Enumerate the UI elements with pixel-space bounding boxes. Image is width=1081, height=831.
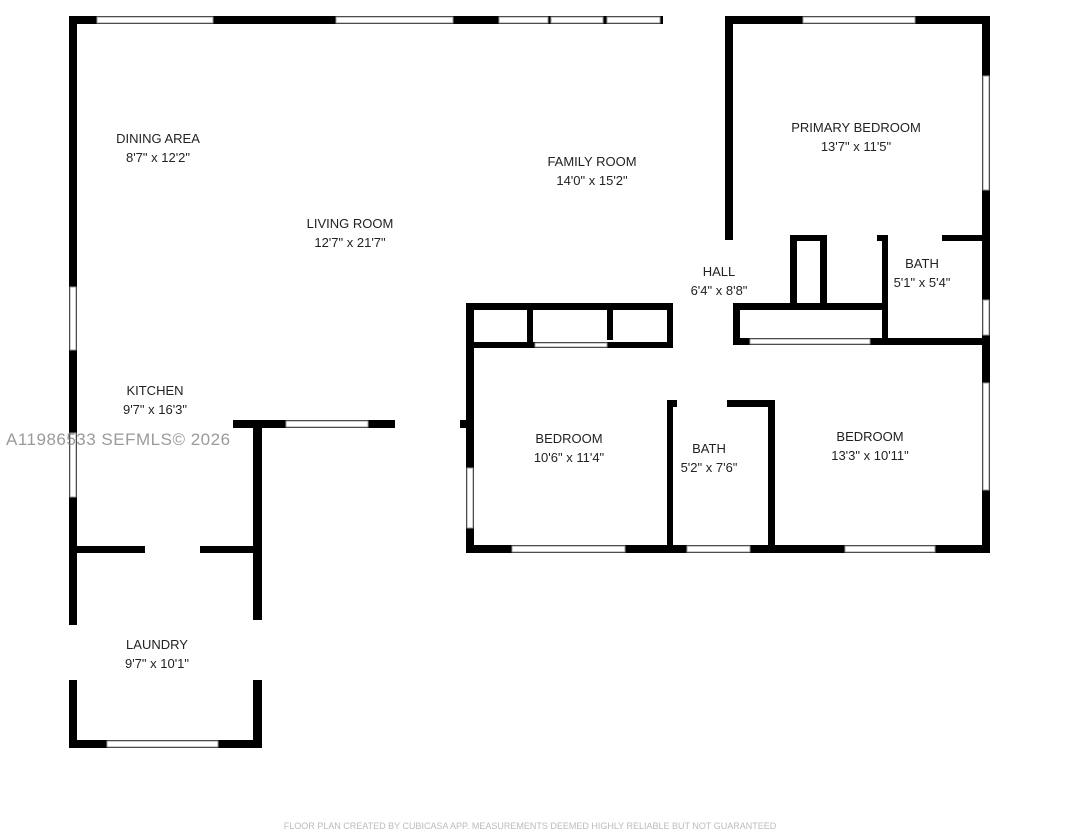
wall bbox=[77, 546, 145, 553]
room-living-room: LIVING ROOM 12'7" x 21'7" bbox=[307, 214, 394, 252]
wall bbox=[768, 400, 775, 553]
window bbox=[534, 342, 608, 348]
room-bath-2: BATH 5'2" x 7'6" bbox=[681, 439, 738, 477]
room-name: PRIMARY BEDROOM bbox=[791, 120, 921, 135]
room-size: 10'6" x 11'4" bbox=[533, 450, 605, 465]
windows bbox=[69, 16, 990, 748]
window bbox=[844, 545, 936, 553]
footer-disclaimer: FLOOR PLAN CREATED BY CUBICASA APP. MEAS… bbox=[283, 821, 777, 831]
wall bbox=[942, 235, 990, 241]
window bbox=[69, 432, 77, 498]
room-name: BEDROOM bbox=[535, 431, 603, 446]
room-bedroom-1: BEDROOM 10'6" x 11'4" bbox=[534, 429, 604, 467]
wall bbox=[733, 303, 888, 310]
room-name: LAUNDRY bbox=[126, 637, 188, 652]
room-size: 12'7" x 21'7" bbox=[314, 235, 386, 250]
room-hall: HALL 6'4" x 8'8" bbox=[691, 262, 748, 300]
wall bbox=[733, 303, 740, 340]
room-laundry: LAUNDRY 9'7" x 10'1" bbox=[125, 635, 189, 673]
room-name: DINING AREA bbox=[116, 131, 200, 146]
wall bbox=[527, 303, 533, 348]
room-size: 6'4" x 8'8" bbox=[690, 283, 748, 298]
wall bbox=[667, 400, 677, 407]
wall bbox=[727, 400, 775, 407]
wall bbox=[466, 303, 673, 310]
room-size: 13'3" x 10'11" bbox=[831, 448, 909, 463]
window bbox=[982, 299, 990, 336]
room-name: LIVING ROOM bbox=[306, 216, 394, 231]
room-name: BATH bbox=[905, 256, 939, 271]
wall bbox=[466, 303, 474, 553]
window bbox=[982, 382, 990, 491]
wall bbox=[790, 235, 827, 241]
room-kitchen: KITCHEN 9'7" x 16'3" bbox=[123, 381, 187, 419]
room-bedroom-2: BEDROOM 13'3" x 10'11" bbox=[831, 427, 909, 465]
room-primary-bedroom: PRIMARY BEDROOM 13'7" x 11'5" bbox=[791, 118, 921, 156]
room-size: 5'2" x 7'6" bbox=[680, 460, 738, 475]
wall bbox=[790, 235, 797, 303]
wall bbox=[607, 303, 613, 340]
window bbox=[802, 16, 916, 24]
room-name: BATH bbox=[692, 441, 726, 456]
window bbox=[550, 16, 604, 24]
room-size: 5'1" x 5'4" bbox=[893, 275, 951, 290]
room-size: 8'7" x 12'2" bbox=[125, 150, 191, 165]
wall bbox=[253, 680, 262, 748]
wall bbox=[882, 235, 888, 345]
window bbox=[466, 467, 474, 529]
window bbox=[498, 16, 549, 24]
watermark: A11986533 SEFMLS© 2026 bbox=[6, 430, 231, 449]
wall bbox=[820, 235, 827, 303]
room-name: KITCHEN bbox=[126, 383, 184, 398]
room-dining-area: DINING AREA 8'7" x 12'2" bbox=[116, 129, 200, 167]
window bbox=[96, 16, 214, 24]
window bbox=[106, 740, 219, 748]
window bbox=[606, 16, 661, 24]
room-size: 14'0" x 15'2" bbox=[556, 173, 628, 188]
wall bbox=[877, 235, 888, 241]
room-bath-primary: BATH 5'1" x 5'4" bbox=[894, 254, 951, 292]
window bbox=[511, 545, 626, 553]
room-size: 9'7" x 10'1" bbox=[124, 656, 190, 671]
window bbox=[335, 16, 454, 24]
wall bbox=[200, 546, 262, 553]
wall bbox=[982, 16, 990, 553]
wall bbox=[253, 425, 262, 620]
room-family-room: FAMILY ROOM 14'0" x 15'2" bbox=[547, 152, 636, 190]
wall bbox=[725, 16, 733, 240]
room-name: BEDROOM bbox=[836, 429, 904, 444]
wall bbox=[69, 680, 77, 748]
window bbox=[749, 338, 871, 345]
wall bbox=[667, 303, 673, 348]
room-size: 13'7" x 11'5" bbox=[820, 139, 892, 154]
window bbox=[285, 420, 369, 428]
room-name: HALL bbox=[702, 264, 736, 279]
wall bbox=[460, 420, 470, 428]
wall bbox=[667, 400, 673, 553]
window bbox=[982, 75, 990, 191]
room-name: FAMILY ROOM bbox=[547, 154, 637, 169]
window bbox=[69, 286, 77, 351]
room-size: 9'7" x 16'3" bbox=[122, 402, 188, 417]
window bbox=[686, 545, 751, 553]
